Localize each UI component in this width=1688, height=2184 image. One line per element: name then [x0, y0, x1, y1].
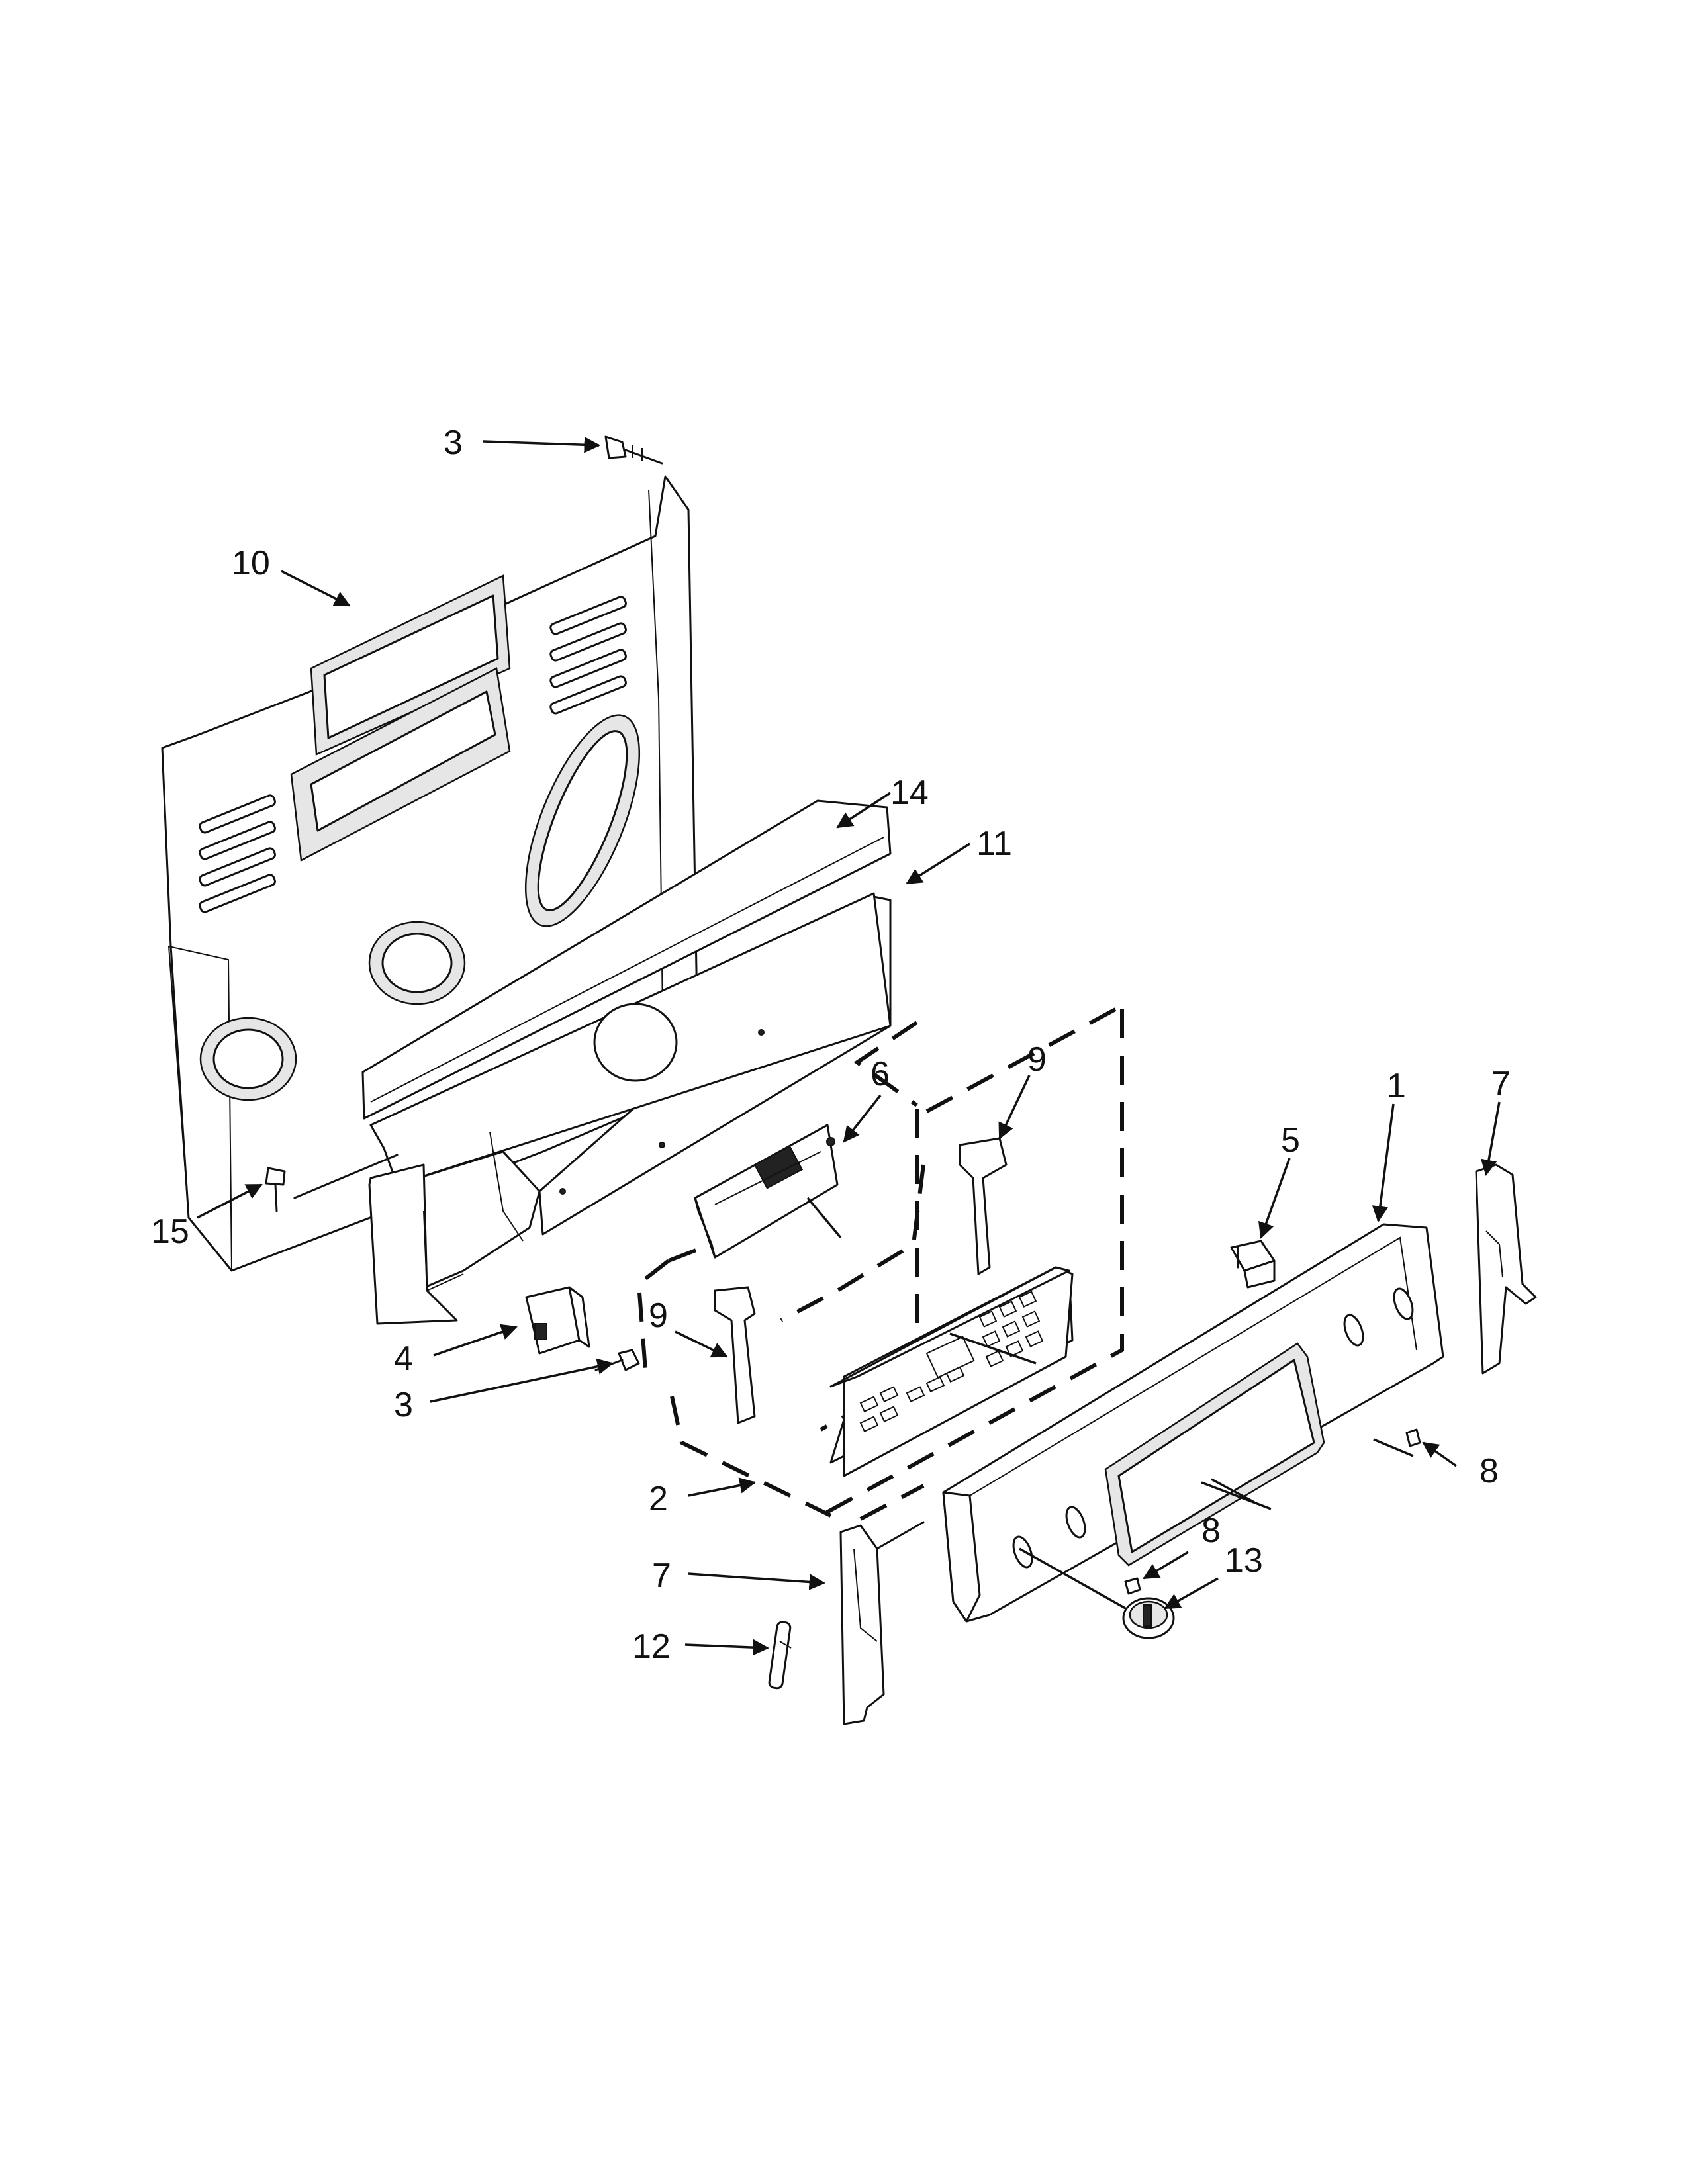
callout-4: 4: [394, 1340, 413, 1378]
callout-5: 5: [1281, 1121, 1300, 1160]
callout-11: 11: [976, 825, 1012, 863]
callout-3-lower: 3: [394, 1386, 413, 1424]
upper-bracket-part: [959, 1137, 1008, 1275]
electronic-control-part: [694, 1124, 839, 1259]
screw-part-8-right: [1405, 1428, 1421, 1447]
lower-bracket-part: [714, 1286, 756, 1424]
callout-2: 2: [649, 1480, 668, 1518]
infinite-switch-part: [525, 1286, 590, 1355]
panel-knob-holes: [1012, 1287, 1414, 1569]
callout-12: 12: [632, 1627, 671, 1666]
callout-15: 15: [151, 1212, 189, 1251]
callout-14: 14: [890, 774, 929, 812]
callout-3-top: 3: [444, 424, 463, 462]
relay-part: [1230, 1240, 1276, 1289]
callout-13: 13: [1225, 1541, 1263, 1580]
callout-8-lower: 8: [1201, 1512, 1221, 1550]
knob-part: [1122, 1597, 1175, 1639]
keypad-buttons: [859, 1291, 1044, 1433]
control-panel-part: [942, 1223, 1444, 1623]
callout-6: 6: [870, 1055, 890, 1093]
callout-9-lower: 9: [649, 1297, 668, 1335]
screw-part-15: [265, 1154, 399, 1212]
control-channel-part: [368, 892, 892, 1325]
screw-part-upper: [604, 435, 663, 465]
callout-labels: 3 10 14 11 15 9 6 1 7 5 4 9 3 8 2 8 13 7…: [151, 424, 1511, 1666]
top-bracket-part: [361, 799, 892, 1120]
clip-part: [768, 1621, 792, 1690]
callout-9-upper: 9: [1027, 1040, 1047, 1079]
callout-7-right: 7: [1491, 1065, 1511, 1103]
side-bracket-right-part: [1475, 1163, 1537, 1375]
callout-1: 1: [1387, 1067, 1406, 1105]
callout-10: 10: [232, 544, 270, 582]
screw-part-lower: [594, 1349, 640, 1371]
leader-lines: [197, 436, 1501, 1656]
side-bracket-left-part: [839, 1521, 925, 1725]
callout-7-lower: 7: [652, 1557, 671, 1595]
vent-slats-right: [549, 596, 627, 715]
callout-8-right: 8: [1479, 1452, 1499, 1490]
display-board-part: [829, 1266, 1074, 1477]
screw-part-8-lower: [1124, 1577, 1141, 1595]
vent-slats-left: [199, 794, 276, 913]
